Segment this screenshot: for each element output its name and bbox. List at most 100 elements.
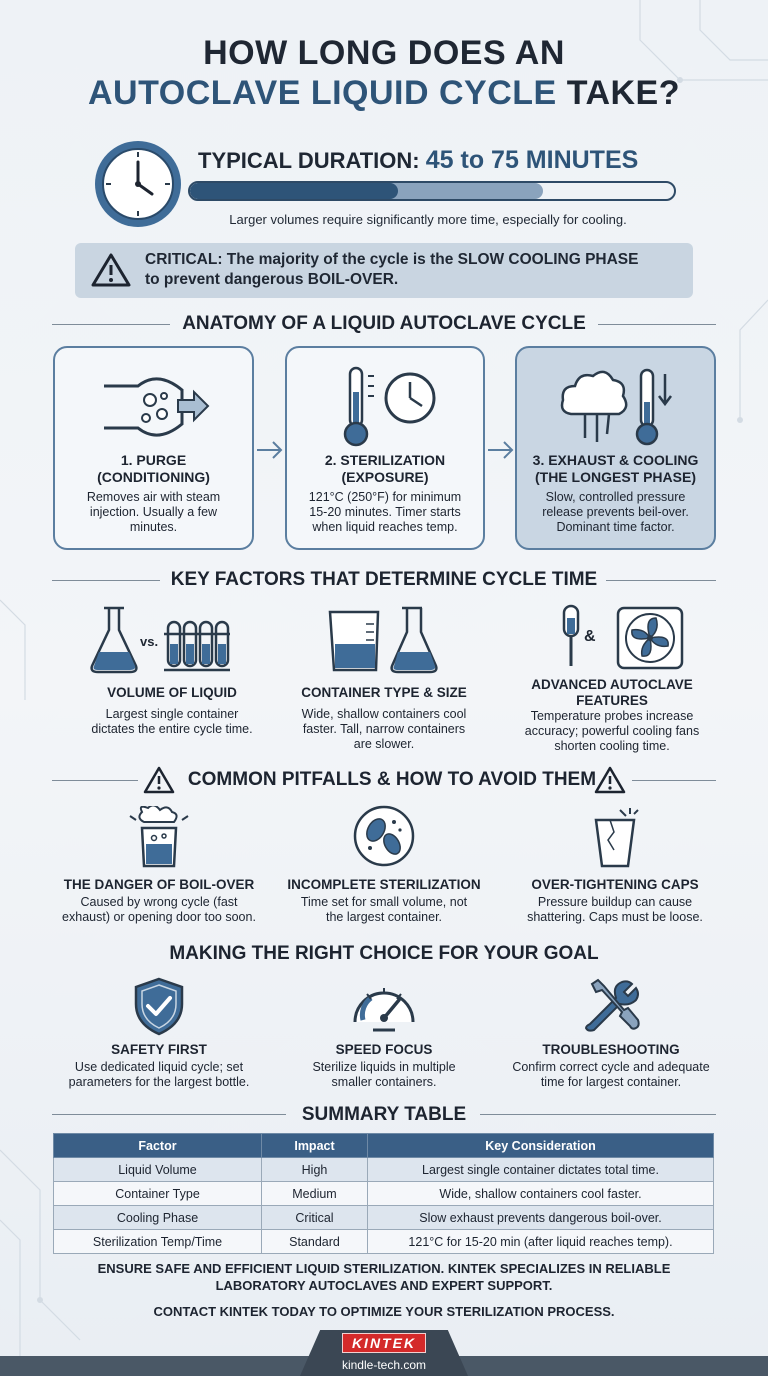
website-link[interactable]: kindle-tech.com bbox=[341, 1358, 427, 1372]
pitfall-text: Time set for small volume, not the large… bbox=[300, 895, 468, 924]
arrow-right-icon bbox=[488, 441, 514, 459]
table-cell: Cooling Phase bbox=[53, 1205, 262, 1230]
duration-heading: TYPICAL DURATION: 45 to 75 MINUTES bbox=[198, 146, 638, 175]
warning-icon bbox=[91, 253, 131, 287]
step-title: 3. EXHAUST & COOLING (THE LONGEST PHASE) bbox=[532, 452, 699, 485]
speedometer-icon bbox=[353, 988, 415, 1032]
table-cell: Container Type bbox=[53, 1181, 262, 1206]
divider bbox=[632, 780, 716, 781]
duration-progress-dark-fill bbox=[190, 183, 398, 199]
duration-note: Larger volumes require significantly mor… bbox=[229, 212, 627, 227]
column-header: Key Consideration bbox=[367, 1133, 714, 1158]
table-cell: Critical bbox=[261, 1205, 368, 1230]
anatomy-heading: ANATOMY OF A LIQUID AUTOCLAVE CYCLE bbox=[182, 313, 586, 334]
critical-text: CRITICAL: The majority of the cycle is t… bbox=[145, 250, 638, 290]
clock-icon bbox=[95, 141, 181, 227]
footer-line2: LABORATORY AUTOCLAVES AND EXPERT SUPPORT… bbox=[215, 1278, 553, 1293]
anatomy-card-exhaust-cooling: 3. EXHAUST & COOLING (THE LONGEST PHASE)… bbox=[515, 346, 716, 550]
pitfall-title: OVER-TIGHTENING CAPS bbox=[531, 877, 699, 892]
table-cell: Slow exhaust prevents dangerous boil-ove… bbox=[367, 1205, 714, 1230]
summary-table: Factor Impact Key Consideration Liquid V… bbox=[53, 1133, 714, 1254]
flask-vs-test-tubes-icon bbox=[90, 606, 230, 674]
table-cell: Wide, shallow containers cool faster. bbox=[367, 1181, 714, 1206]
divider bbox=[480, 1114, 716, 1115]
page-title-line1: HOW LONG DOES AN bbox=[203, 34, 565, 72]
warning-icon bbox=[594, 766, 626, 794]
beaker-and-flask-icon bbox=[328, 606, 438, 674]
divider bbox=[598, 324, 716, 325]
duration-label: TYPICAL DURATION: bbox=[198, 148, 420, 173]
step-title: 2. STERILIZATION (EXPOSURE) bbox=[324, 452, 446, 485]
pitfall-text: Pressure buildup can cause shattering. C… bbox=[527, 895, 703, 924]
boil-over-beaker-icon bbox=[129, 806, 189, 868]
bacteria-icon bbox=[353, 805, 415, 867]
duration-progress-bar bbox=[188, 181, 676, 201]
pitfall-title: INCOMPLETE STERILIZATION bbox=[287, 877, 481, 892]
choice-title: SAFETY FIRST bbox=[111, 1042, 207, 1057]
kintek-logo[interactable]: KINTEK bbox=[342, 1333, 426, 1353]
divider bbox=[52, 780, 138, 781]
table-cell: Liquid Volume bbox=[53, 1157, 262, 1182]
choice-title: SPEED FOCUS bbox=[335, 1042, 433, 1057]
table-header-row: Factor Impact Key Consideration bbox=[53, 1133, 714, 1158]
anatomy-card-sterilization: 2. STERILIZATION (EXPOSURE) 121°C (250°F… bbox=[285, 346, 485, 550]
column-header: Impact bbox=[261, 1133, 368, 1158]
shattered-glass-icon bbox=[594, 808, 639, 868]
factor-text: Largest single container dictates the en… bbox=[91, 707, 253, 736]
factor-text: Wide, shallow containers cool faster. Ta… bbox=[301, 707, 467, 751]
step-text: 121°C (250°F) for minimum 15-20 minutes.… bbox=[308, 490, 462, 534]
page-title-accent: AUTOCLAVE LIQUID CYCLE bbox=[87, 74, 557, 112]
pitfall-text: Caused by wrong cycle (fast exhaust) or … bbox=[62, 895, 256, 924]
table-cell: Medium bbox=[261, 1181, 368, 1206]
thermometer-clock-icon bbox=[343, 366, 436, 447]
step-text: Slow, controlled pressure release preven… bbox=[542, 490, 689, 534]
vs-label: vs. bbox=[140, 634, 159, 649]
footer-cta: CONTACT KINTEK TODAY TO OPTIMIZE YOUR ST… bbox=[153, 1304, 615, 1319]
table-row: Sterilization Temp/Time Standard 121°C f… bbox=[53, 1229, 714, 1254]
divider bbox=[52, 580, 160, 581]
choice-title: TROUBLESHOOTING bbox=[542, 1042, 680, 1057]
pitfalls-heading: COMMON PITFALLS & HOW TO AVOID THEM bbox=[187, 769, 597, 790]
probe-and-fan-icon bbox=[562, 604, 684, 670]
divider bbox=[52, 324, 170, 325]
arrow-right-icon bbox=[257, 441, 283, 459]
factor-title: VOLUME OF LIQUID bbox=[107, 685, 237, 700]
factors-heading: KEY FACTORS THAT DETERMINE CYCLE TIME bbox=[170, 569, 598, 590]
divider bbox=[606, 580, 716, 581]
table-row: Container Type Medium Wide, shallow cont… bbox=[53, 1181, 714, 1206]
table-cell: Largest single container dictates total … bbox=[367, 1157, 714, 1182]
page-title-line2: AUTOCLAVE LIQUID CYCLE TAKE? bbox=[0, 74, 768, 113]
table-cell: High bbox=[261, 1157, 368, 1182]
wrench-screwdriver-icon bbox=[584, 978, 640, 1032]
table-cell: Standard bbox=[261, 1229, 368, 1254]
shield-check-icon bbox=[134, 977, 184, 1036]
step-text: Removes air with steam injection. Usuall… bbox=[86, 490, 221, 534]
choice-text: Confirm correct cycle and adequate time … bbox=[512, 1060, 710, 1089]
table-cell: Sterilization Temp/Time bbox=[53, 1229, 262, 1254]
factor-title: ADVANCED AUTOCLAVE FEATURES bbox=[531, 677, 693, 708]
table-row: Cooling Phase Critical Slow exhaust prev… bbox=[53, 1205, 714, 1230]
critical-callout: CRITICAL: The majority of the cycle is t… bbox=[75, 243, 693, 298]
critical-line2: to prevent dangerous BOIL-OVER. bbox=[145, 271, 399, 288]
step-title: 1. PURGE (CONDITIONING) bbox=[97, 452, 210, 485]
factor-title: CONTAINER TYPE & SIZE bbox=[301, 685, 467, 700]
page-title-rest: TAKE? bbox=[566, 74, 681, 112]
table-cell: 121°C for 15-20 min (after liquid reache… bbox=[367, 1229, 714, 1254]
choice-text: Sterilize liquids in multiple smaller co… bbox=[312, 1060, 456, 1089]
summary-heading: SUMMARY TABLE bbox=[301, 1104, 467, 1125]
column-header: Factor bbox=[53, 1133, 262, 1158]
critical-line1: CRITICAL: The majority of the cycle is t… bbox=[145, 251, 639, 268]
ampersand-label: & bbox=[584, 628, 596, 645]
footer-line1: ENSURE SAFE AND EFFICIENT LIQUID STERILI… bbox=[97, 1261, 671, 1276]
choices-heading: MAKING THE RIGHT CHOICE FOR YOUR GOAL bbox=[169, 943, 599, 964]
anatomy-card-purge: 1. PURGE (CONDITIONING) Removes air with… bbox=[53, 346, 254, 550]
warning-icon bbox=[143, 766, 175, 794]
pitfall-title: THE DANGER OF BOIL-OVER bbox=[63, 877, 255, 892]
table-row: Liquid Volume High Largest single contai… bbox=[53, 1157, 714, 1182]
choice-text: Use dedicated liquid cycle; set paramete… bbox=[68, 1060, 250, 1089]
divider bbox=[52, 1114, 286, 1115]
factor-text: Temperature probes increase accuracy; po… bbox=[524, 709, 700, 753]
duration-value: 45 to 75 MINUTES bbox=[425, 146, 639, 174]
steam-injection-icon bbox=[104, 377, 210, 437]
